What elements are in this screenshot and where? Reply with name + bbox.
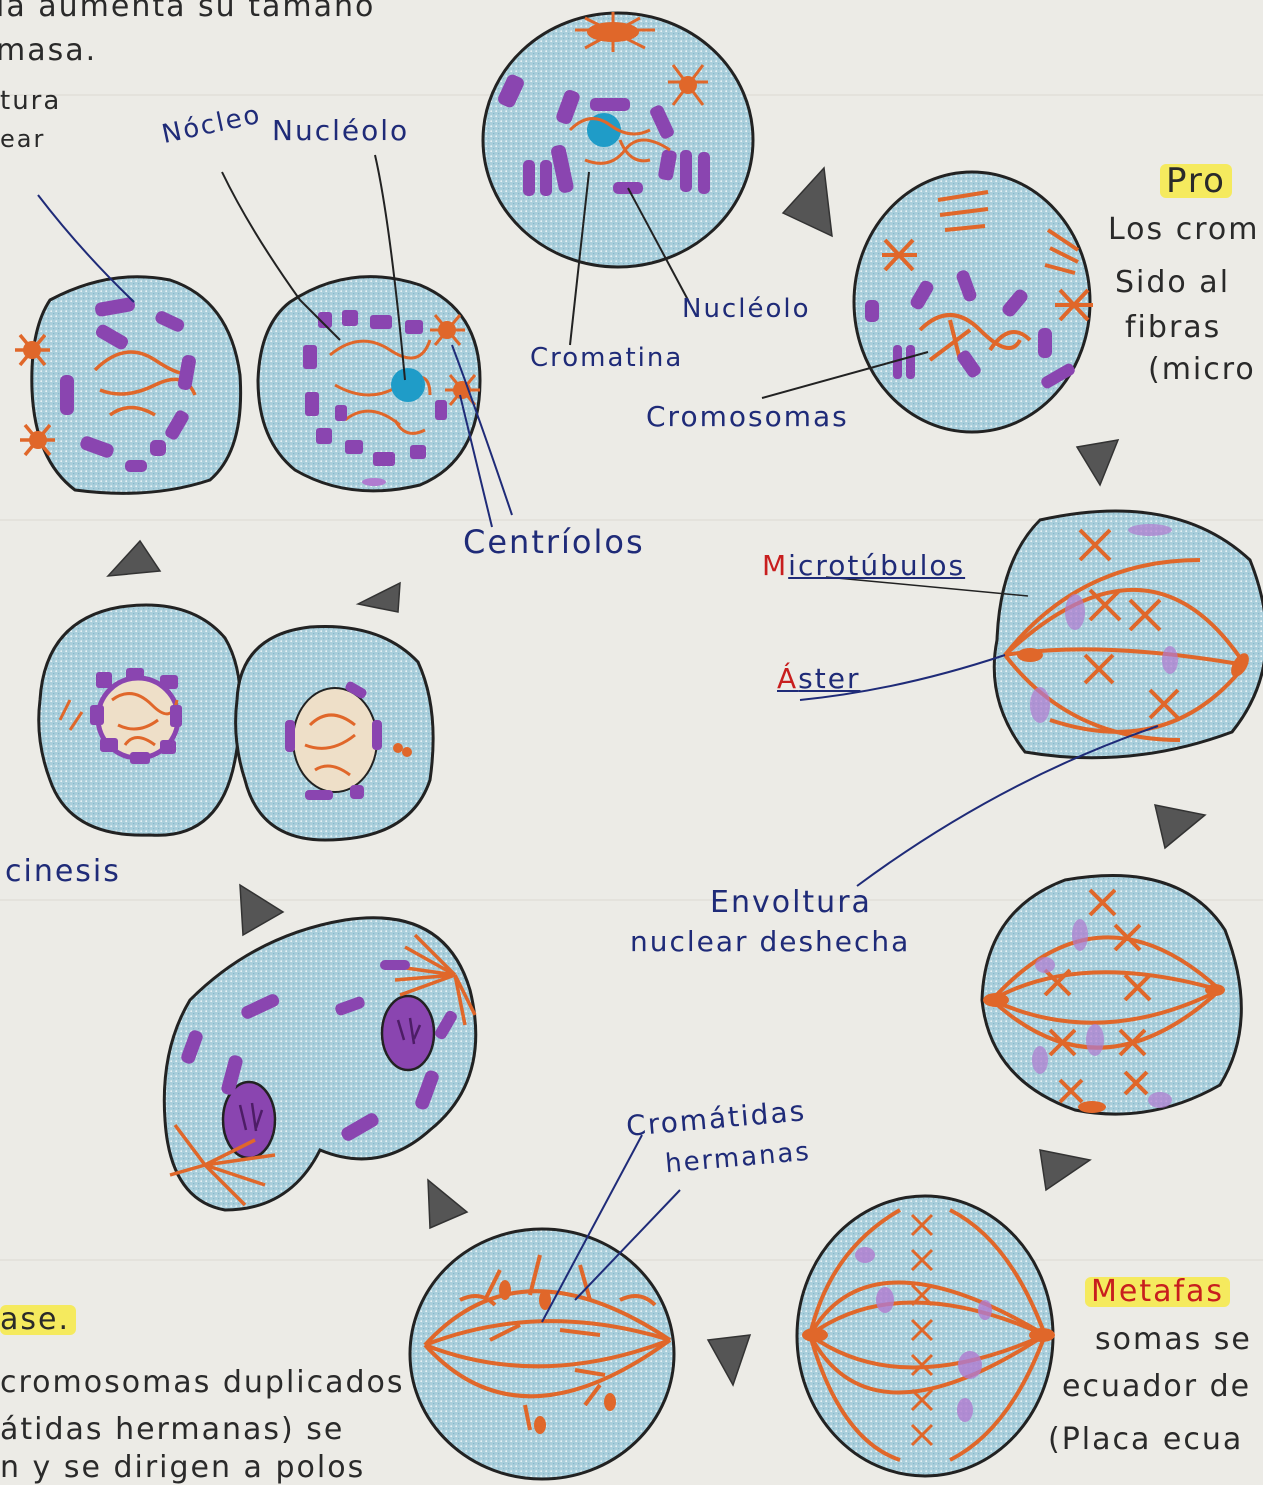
label-cromosomas: Cromosomas bbox=[646, 403, 849, 431]
label-microtubulos-rest: icrotúbulos bbox=[788, 549, 965, 582]
anaphase-line1: cromosomas duplicados bbox=[0, 1368, 405, 1398]
label-aster-initial: Á bbox=[777, 662, 798, 695]
prophase-line4: (micro bbox=[1148, 355, 1256, 385]
label-microtubulos: Microtúbulos bbox=[762, 552, 965, 580]
label-aster: Áster bbox=[777, 665, 860, 693]
label-nucleolo: Nucléolo bbox=[272, 117, 409, 145]
note-top-left-line1: la aumenta su tamaño bbox=[0, 0, 375, 22]
prophase-title: Pro bbox=[1160, 164, 1232, 198]
metaphase-line1: somas se bbox=[1095, 1325, 1252, 1355]
cell-interphase-left bbox=[222, 155, 512, 527]
cell-metaphase-forming bbox=[982, 876, 1241, 1115]
label-centriolos: Centríolos bbox=[463, 526, 645, 558]
metaphase-line2: ecuador de bbox=[1062, 1372, 1251, 1402]
label-aster-rest: ster bbox=[798, 662, 860, 695]
anaphase-line3: n y se dirigen a polos bbox=[0, 1453, 365, 1483]
cell-cytokinesis bbox=[39, 605, 433, 840]
label-envoltura-line1: Envoltura bbox=[710, 888, 872, 918]
metaphase-line3: (Placa ecua bbox=[1048, 1425, 1243, 1455]
note-top-left-line2: masa. bbox=[0, 36, 97, 66]
label-microtubulos-initial: M bbox=[762, 549, 788, 582]
note-top-left-line4: ear bbox=[0, 127, 45, 151]
cell-telophase bbox=[164, 918, 475, 1210]
metaphase-title: Metafas bbox=[1085, 1277, 1230, 1307]
cell-metaphase bbox=[797, 1196, 1055, 1476]
prophase-line2: Sido al bbox=[1115, 268, 1230, 298]
label-nucleolo-2: Nucléolo bbox=[682, 296, 810, 322]
cell-anaphase bbox=[410, 1135, 680, 1479]
cell-early-prophase-left bbox=[15, 195, 241, 493]
note-top-left-line3: tura bbox=[0, 88, 61, 114]
prophase-line1: Los crom bbox=[1108, 215, 1259, 245]
label-citocinesis: cinesis bbox=[5, 857, 121, 887]
prophase-line3: fibras bbox=[1125, 313, 1221, 343]
anaphase-line2: átidas hermanas) se bbox=[0, 1415, 344, 1445]
label-envoltura-line2: nuclear deshecha bbox=[630, 928, 910, 956]
anaphase-title: ase. bbox=[0, 1305, 76, 1335]
label-cromatina: Cromatina bbox=[530, 345, 683, 371]
